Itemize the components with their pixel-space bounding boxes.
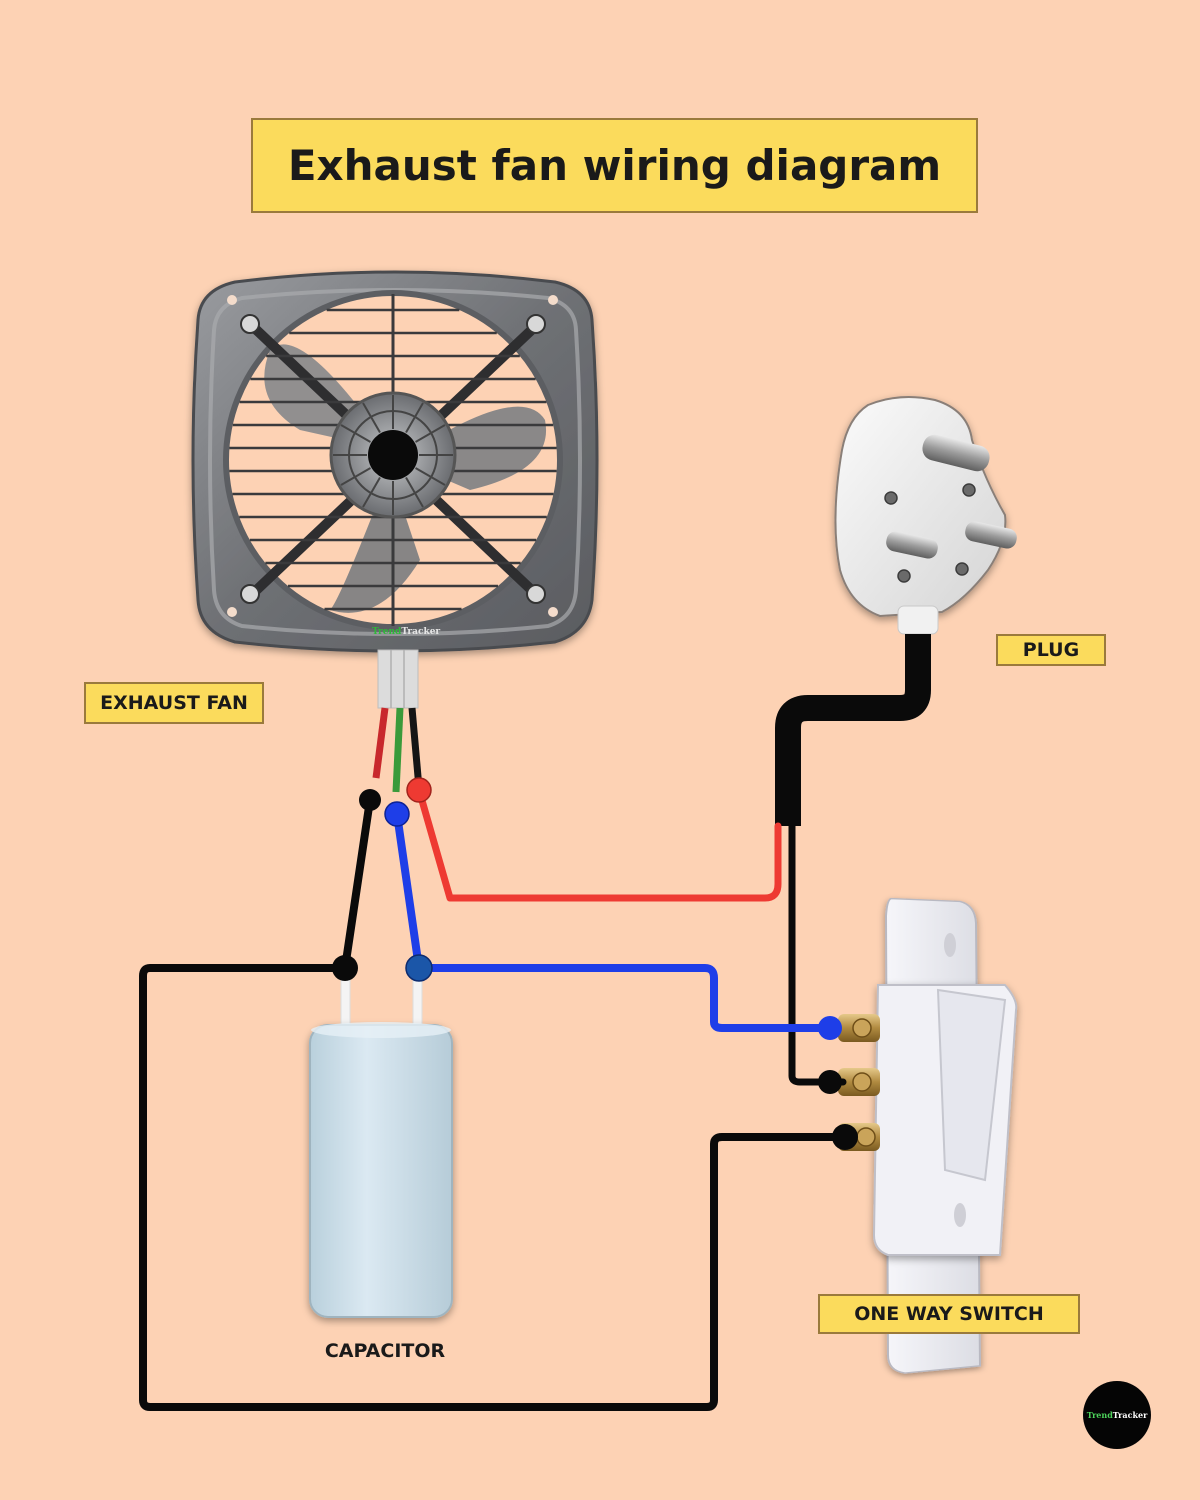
fan-hub-spoke: [362, 402, 381, 433]
label-exhaust-fan: EXHAUST FAN: [84, 682, 264, 724]
plug: [834, 396, 1017, 635]
fan-hub-spoke: [415, 467, 446, 486]
fan-brand-logo: TrendTracker: [372, 627, 441, 637]
switch-rocker: [936, 988, 1007, 1182]
fan-lead-red: [372, 707, 389, 779]
switch-terminal-dot-black: [818, 1070, 842, 1094]
plug-body: [834, 396, 1007, 618]
label-plug: PLUG: [996, 634, 1106, 666]
wire-black-fan: [341, 796, 374, 972]
wire-red: [415, 786, 782, 902]
capacitor: [309, 974, 453, 1318]
fan-lead-green: [392, 707, 404, 793]
junction-dot-blue: [405, 954, 433, 982]
plug-cable: [775, 634, 931, 826]
fan-hub-spoke: [405, 402, 424, 433]
capacitor-body: [309, 1024, 453, 1318]
fan-lead-black: [408, 707, 423, 789]
switch-terminal-dot-blue: [818, 1016, 842, 1040]
fan-hub-spoke: [340, 467, 371, 486]
fan-mount-bolts: [227, 295, 558, 617]
junction-dot-red: [406, 777, 432, 803]
plug-pins: [886, 434, 1017, 559]
junctions: [332, 777, 858, 1150]
label-capacitor: CAPACITOR: [324, 1340, 446, 1362]
capacitor-terminal: [412, 974, 423, 1028]
wire-blue: [393, 810, 834, 1032]
junction-dot-blue: [384, 801, 410, 827]
junction-dot-black: [332, 955, 358, 981]
fan-hub-spoke: [415, 424, 446, 443]
fan-hub-spoke: [362, 477, 381, 508]
capacitor-terminal: [340, 974, 351, 1028]
junction-dot-black: [359, 789, 381, 811]
fan-hub-spoke: [405, 477, 424, 508]
diagram-title: Exhaust fan wiring diagram: [251, 118, 978, 213]
label-one-way-switch: ONE WAY SWITCH: [818, 1294, 1080, 1334]
plug-neck: [897, 605, 939, 635]
wire-black-loop: [139, 964, 849, 1411]
fan-cable-sleeve: [377, 649, 419, 709]
exhaust-fan: [191, 270, 599, 793]
plug-screws: [884, 483, 976, 583]
switch-terminal-dot-black: [832, 1124, 858, 1150]
fan-hub-spoke: [340, 424, 371, 443]
wires: [139, 634, 931, 1411]
wire-black-plug-to-switch: [788, 822, 847, 1086]
